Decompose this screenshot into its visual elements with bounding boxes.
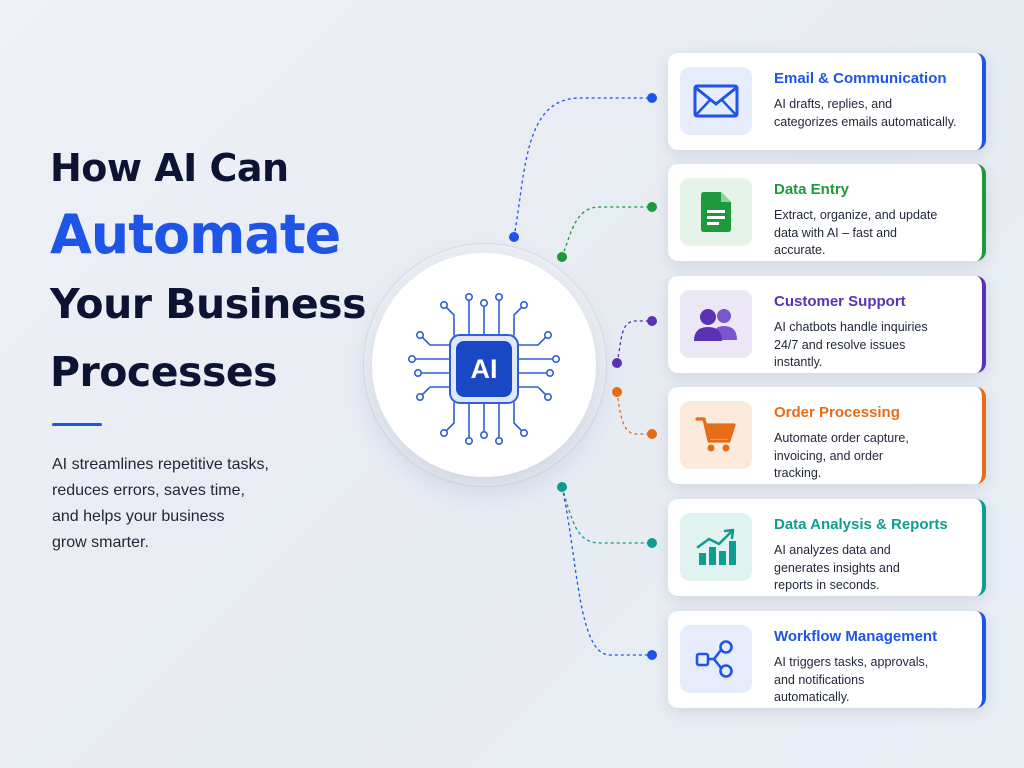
workflow-icon: [695, 640, 733, 678]
card-title: Email & Communication: [774, 70, 947, 87]
headline-line-4: Processes: [50, 348, 278, 396]
card-description-line: 24/7 and resolve issues: [774, 337, 906, 352]
headline-line-1: How AI Can: [50, 146, 289, 190]
connector-workflow: [561, 486, 652, 656]
connector-data-entry: [561, 206, 652, 258]
card-description-line: Automate order capture,: [774, 431, 909, 445]
card-customer-support: Customer Support AI chatbots handle inqu…: [668, 276, 986, 373]
card-description-line: invoicing, and order: [774, 448, 884, 463]
users-icon: [694, 309, 737, 341]
card-description-line: automatically.: [774, 690, 850, 704]
description-line: reduces errors, saves time,: [52, 482, 245, 499]
card-email-communication: Email & Communication AI drafts, replies…: [668, 53, 986, 150]
card-icon-box: [680, 290, 752, 358]
connector-dot: [647, 316, 657, 326]
connector-email: [513, 97, 652, 238]
card-description: AI chatbots handle inquiries 24/7 and re…: [774, 319, 928, 372]
card-description-line: data with AI – fast and: [774, 225, 897, 240]
card-icon-box: [680, 67, 752, 135]
card-description-line: AI drafts, replies, and: [774, 97, 893, 111]
card-description-line: and notifications: [774, 672, 865, 687]
connector-dot: [647, 538, 657, 548]
card-description-line: categorizes emails automatically.: [774, 114, 957, 129]
card-description: Automate order capture, invoicing, and o…: [774, 430, 909, 483]
description-line: AI streamlines repetitive tasks,: [52, 456, 269, 473]
card-icon-box: [680, 625, 752, 693]
card-description: AI analyzes data and generates insights …: [774, 542, 900, 595]
card-description-line: accurate.: [774, 243, 826, 257]
card-workflow-management: Workflow Management AI triggers tasks, a…: [668, 611, 986, 708]
connector-dot: [509, 232, 519, 242]
card-data-entry: Data Entry Extract, organize, and update…: [668, 164, 986, 261]
card-title: Data Entry: [774, 181, 850, 198]
card-description-line: reports in seconds.: [774, 578, 880, 592]
card-description-line: AI analyzes data and: [774, 543, 891, 557]
card-description-line: instantly.: [774, 355, 823, 369]
connector-dot: [612, 387, 622, 397]
connector-dot: [647, 650, 657, 660]
card-description: Extract, organize, and update data with …: [774, 207, 937, 260]
connector-dot: [647, 93, 657, 103]
ai-chip-icon: AI: [407, 292, 561, 446]
description-line: grow smarter.: [52, 534, 149, 551]
connector-order: [616, 391, 652, 435]
headline-line-3: Your Business: [50, 280, 366, 328]
card-title: Order Processing: [774, 404, 900, 421]
headline-line-2: Automate: [50, 203, 341, 266]
connector-dot: [647, 429, 657, 439]
description-line: and helps your business: [52, 508, 225, 525]
connector-dot: [612, 358, 622, 368]
connector-dot: [557, 252, 567, 262]
connector-analysis: [561, 486, 652, 544]
card-order-processing: Order Processing Automate order capture,…: [668, 387, 986, 484]
card-description-line: tracking.: [774, 466, 822, 480]
cart-icon: [695, 417, 736, 452]
connector-support: [616, 320, 652, 364]
connector-dot: [647, 202, 657, 212]
card-description-line: generates insights and: [774, 560, 900, 575]
document-icon: [701, 192, 731, 232]
card-title: Customer Support: [774, 293, 906, 310]
card-title: Data Analysis & Reports: [774, 516, 948, 533]
card-description-line: AI chatbots handle inquiries: [774, 320, 928, 334]
card-title: Workflow Management: [774, 628, 938, 645]
card-description-line: AI triggers tasks, approvals,: [774, 655, 929, 669]
card-description-line: Extract, organize, and update: [774, 208, 938, 222]
chart-icon: [696, 528, 736, 565]
envelope-icon: [693, 84, 739, 118]
hub-label: AI: [471, 354, 498, 384]
card-icon-box: [680, 513, 752, 581]
description: AI streamlines repetitive tasks, reduces…: [52, 452, 312, 556]
card-icon-box: [680, 401, 752, 469]
connector-dot: [557, 482, 567, 492]
card-data-analysis-reports: Data Analysis & Reports AI analyzes data…: [668, 499, 986, 596]
card-description: AI triggers tasks, approvals, and notifi…: [774, 654, 928, 707]
headline-underline: [52, 423, 102, 426]
card-description: AI drafts, replies, and categorizes emai…: [774, 96, 956, 131]
card-icon-box: [680, 178, 752, 246]
